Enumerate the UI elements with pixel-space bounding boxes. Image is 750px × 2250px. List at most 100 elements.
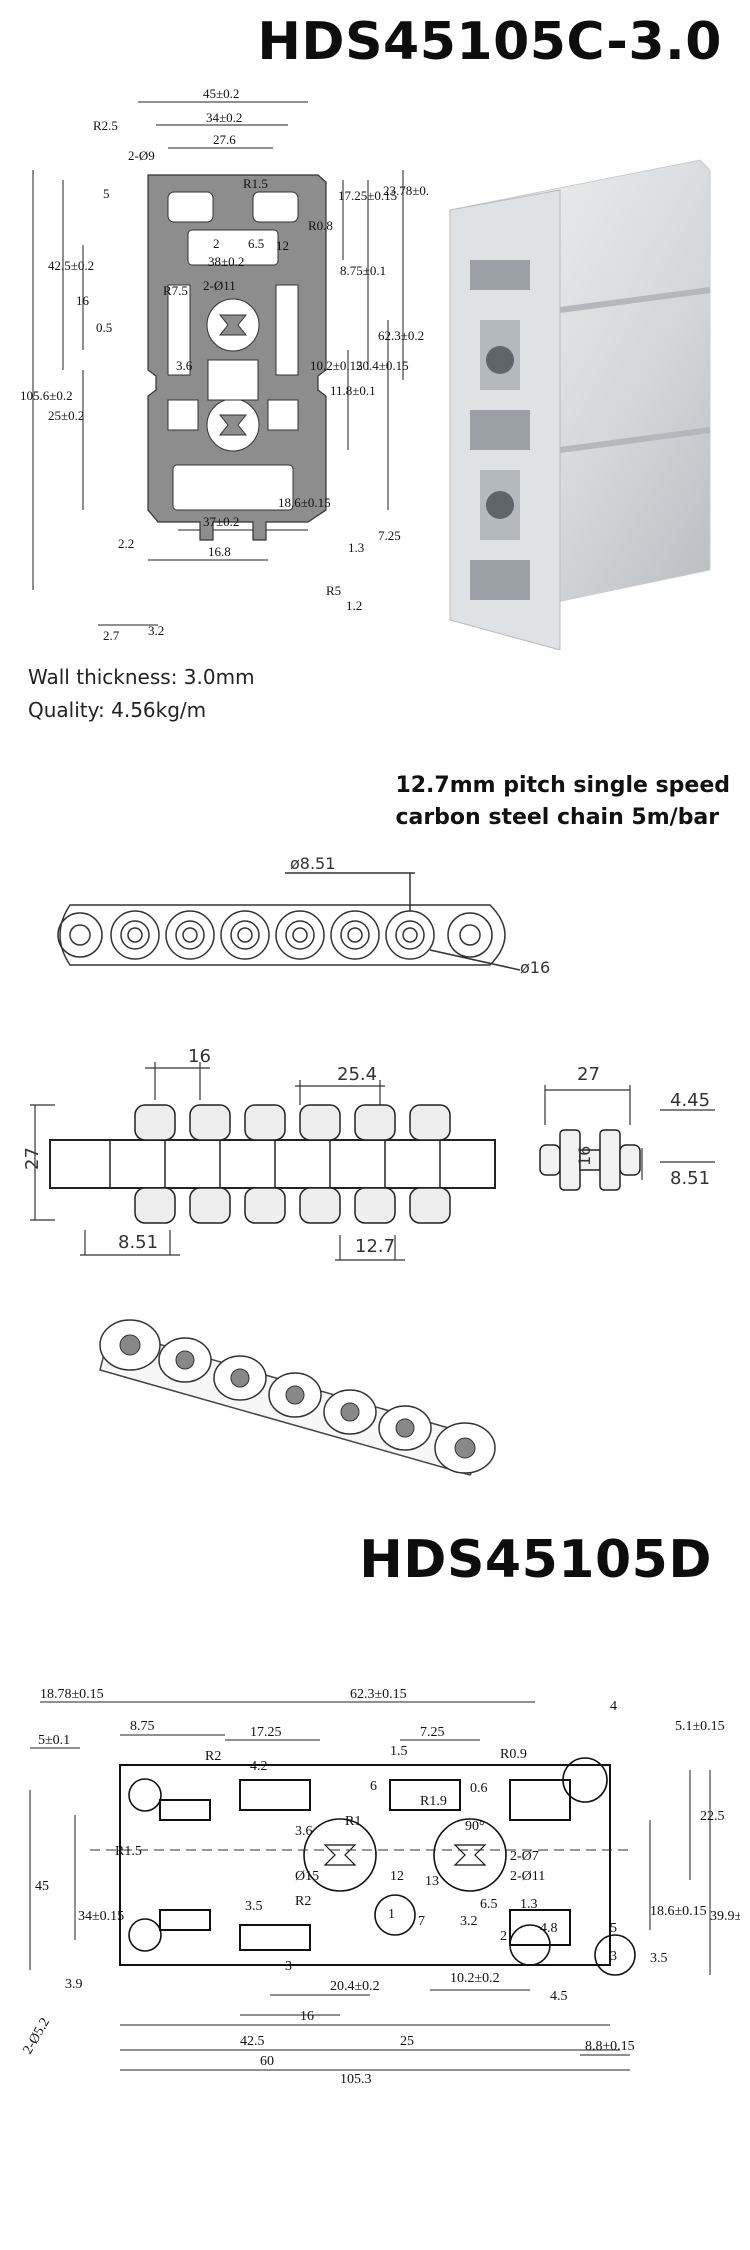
wall-thickness-text: Wall thickness: 3.0mm [28, 665, 255, 689]
d-dim-r2: R2 [205, 1749, 221, 1764]
d-dim-7: 7 [418, 1914, 425, 1929]
profile-d-drawing: 18.78±0.15 62.3±0.15 8.75 5±0.1 17.25 7.… [20, 1687, 740, 2087]
d-dim-10-2: 10.2±0.2 [450, 1971, 500, 1986]
d-dim-39-9: 39.9±0.15 [710, 1909, 740, 1924]
dim-62-3: 62.3±0.2 [378, 328, 424, 343]
dim-20-4: 20.4±0.15 [356, 358, 409, 373]
d-dim-d15: Ø15 [295, 1869, 319, 1884]
quality-text: Quality: 4.56kg/m [28, 698, 207, 722]
profile-c-drawing: 45±0.2 34±0.2 27.6 R2.5 2-Ø9 5 R1.5 R0.8… [20, 86, 428, 643]
chain-side-851-label: 8.51 [670, 1168, 710, 1189]
d-dim-12: 12 [390, 1869, 404, 1884]
d-dim-5-1: 5.1±0.15 [675, 1719, 725, 1734]
dim-25: 25±0.2 [48, 408, 84, 423]
chain-w254-label: 25.4 [337, 1064, 377, 1085]
chain-side-16-label: 16 [575, 1146, 594, 1166]
dim-1-2: 1.2 [346, 598, 362, 613]
chain-front-view: 16 25.4 27 8.51 12.7 [22, 1046, 496, 1261]
chain-w127-label: 12.7 [355, 1236, 395, 1257]
dim-r7-5: R7.5 [163, 283, 188, 298]
d-dim-2-d11: 2-Ø11 [510, 1869, 545, 1884]
d-dim-2: 2 [500, 1929, 507, 1944]
dim-10-2: 10.2±0.15 [310, 358, 363, 373]
d-dim-r1: R1 [345, 1814, 361, 1829]
dim-105-6: 105.6±0.2 [20, 388, 73, 403]
d-dim-45: 45 [35, 1879, 49, 1894]
dim-7-25: 7.25 [378, 528, 401, 543]
d-dim-3-5: 3.5 [245, 1899, 263, 1914]
d-dim-105-3: 105.3 [340, 2072, 372, 2087]
dim-1-3: 1.3 [348, 540, 364, 555]
dim-2: 2 [213, 236, 220, 251]
dim-11-8: 11.8±0.1 [330, 383, 376, 398]
d-dim-90: 90° [465, 1819, 485, 1834]
d-dim-18-78: 18.78±0.15 [40, 1687, 104, 1702]
d-dim-r1-5: R1.5 [115, 1844, 142, 1859]
d-dim-34: 34±0.15 [78, 1909, 124, 1924]
d-dim-5b: 5 [610, 1921, 617, 1936]
chain-side-27-label: 27 [577, 1064, 600, 1085]
d-dim-16: 16 [300, 2009, 314, 2024]
d-dim-42-5: 42.5 [240, 2034, 265, 2049]
dim-16: 16 [76, 293, 90, 308]
d-dim-3: 3 [285, 1959, 292, 1974]
d-dim-8-75: 8.75 [130, 1719, 155, 1734]
chain-d851-label: ø8.51 [290, 855, 335, 873]
dim-0-5: 0.5 [96, 320, 112, 335]
d-dim-18-6: 18.6±0.15 [650, 1904, 707, 1919]
dim-3-6: 3.6 [176, 358, 193, 373]
dim-42-5: 42.5±0.2 [48, 258, 94, 273]
chain-w16-label: 16 [188, 1046, 211, 1067]
dim-2-d11: 2-Ø11 [203, 278, 236, 293]
chain-side-445-label: 4.45 [670, 1090, 710, 1111]
d-dim-6-5: 6.5 [480, 1897, 498, 1912]
dim-1-2b: 12 [276, 238, 289, 253]
dim-34: 34±0.2 [206, 110, 242, 125]
profile-title-d: HDS45105D [359, 1530, 712, 1590]
d-dim-0-6: 0.6 [470, 1781, 488, 1796]
chain-title-line2: carbon steel chain 5m/bar [395, 805, 720, 830]
profile-title-c: HDS45105C-3.0 [257, 12, 722, 72]
d-dim-r0-9: R0.9 [500, 1747, 527, 1762]
d-dim-3b: 3 [610, 1949, 617, 1964]
chain-title-line1: 12.7mm pitch single speed [395, 773, 730, 798]
d-dim-r2b: R2 [295, 1894, 311, 1909]
chain-d16-label: ø16 [520, 958, 550, 977]
dim-45: 45±0.2 [203, 86, 239, 101]
dim-r1-5: R1.5 [243, 176, 268, 191]
chain-isometric-view [99, 1319, 496, 1476]
dim-5: 5 [103, 186, 110, 201]
d-dim-r1-9: R1.9 [420, 1794, 447, 1809]
d-dim-8-8: 8.8±0.15 [585, 2039, 635, 2054]
d-dim-2-d7: 2-Ø7 [510, 1849, 539, 1864]
d-dim-1-5: 1.5 [390, 1744, 408, 1759]
d-dim-5: 5±0.1 [38, 1733, 70, 1748]
d-dim-4-5: 4.5 [550, 1989, 568, 2004]
d-dim-25: 25 [400, 2034, 414, 2049]
d-dim-4: 4 [610, 1699, 617, 1714]
dim-38: 38±0.2 [208, 254, 244, 269]
d-dim-17-25: 17.25 [250, 1725, 282, 1740]
dim-8-75: 8.75±0.1 [340, 263, 386, 278]
dim-16-8: 16.8 [208, 544, 231, 559]
d-dim-3-2: 3.2 [460, 1914, 478, 1929]
d-dim-60: 60 [260, 2054, 274, 2069]
dim-r2-5: R2.5 [93, 118, 118, 133]
d-dim-3-5b: 3.5 [650, 1951, 668, 1966]
dim-2-d9: 2-Ø9 [128, 148, 155, 163]
dim-6-5: 6.5 [248, 236, 264, 251]
chain-w851-label: 8.51 [118, 1232, 158, 1253]
d-dim-3-6: 3.6 [295, 1824, 313, 1839]
dim-2-2: 2.2 [118, 536, 134, 551]
chain-top-view: ø8.51 ø16 [57, 855, 550, 977]
chain-title: 12.7mm pitch single speed carbon steel c… [395, 770, 730, 834]
dim-r0-8: R0.8 [308, 218, 333, 233]
chain-h27-label: 27 [22, 1147, 43, 1170]
dim-37: 37±0.2 [203, 514, 239, 529]
d-dim-62-3: 62.3±0.15 [350, 1687, 407, 1702]
d-dim-2-d5-2: 2-Ø5.2 [20, 2015, 53, 2057]
dim-r5: R5 [326, 583, 341, 598]
dim-27-6: 27.6 [213, 132, 236, 147]
d-dim-4-8: 4.8 [540, 1921, 558, 1936]
profile-c-render [449, 159, 711, 650]
